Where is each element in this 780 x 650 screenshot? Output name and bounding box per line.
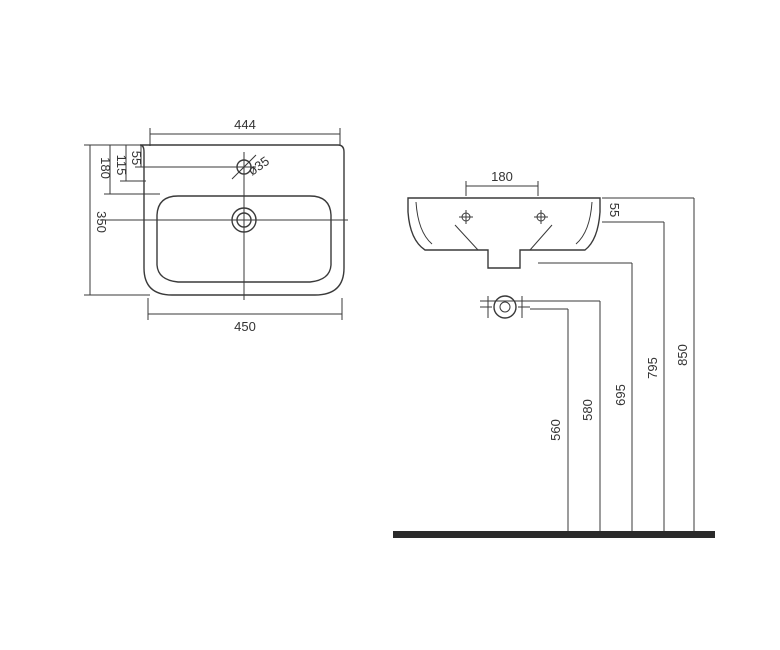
dim-label-180-side: 180 bbox=[491, 169, 513, 184]
wall-valve-icon bbox=[480, 295, 530, 319]
dim-label-180: 180 bbox=[98, 157, 113, 179]
floor-line bbox=[393, 531, 715, 538]
basin-inner-side-right bbox=[575, 201, 593, 245]
tap-right-icon bbox=[534, 210, 548, 224]
dim-label-560: 560 bbox=[548, 419, 563, 441]
dim-label-580: 580 bbox=[580, 399, 595, 421]
dim-label-850: 850 bbox=[675, 344, 690, 366]
trap-outline bbox=[454, 224, 553, 251]
dim-label-695: 695 bbox=[613, 384, 628, 406]
drain-inner bbox=[236, 212, 252, 228]
side-view: 180 55 bbox=[393, 169, 715, 538]
tap-hole-leader bbox=[231, 154, 257, 180]
basin-inner-side bbox=[415, 201, 433, 245]
dim-label-795: 795 bbox=[645, 357, 660, 379]
basin-outline-side bbox=[407, 197, 601, 269]
dim-label-450: 450 bbox=[234, 319, 256, 334]
tap-left-icon bbox=[459, 210, 473, 224]
basin-bowl-top bbox=[156, 195, 332, 283]
dim-label-tap-hole: ø35 bbox=[245, 153, 272, 178]
dim-label-444: 444 bbox=[234, 117, 256, 132]
drain-outer bbox=[231, 207, 257, 233]
dim-label-115: 115 bbox=[114, 155, 129, 176]
basin-outline-top bbox=[139, 144, 345, 296]
top-view: 444 ø35 350 180 115 55 bbox=[84, 117, 348, 334]
dim-label-55: 55 bbox=[129, 151, 144, 165]
dim-label-55-side: 55 bbox=[607, 203, 622, 217]
dim-label-350: 350 bbox=[94, 211, 109, 233]
